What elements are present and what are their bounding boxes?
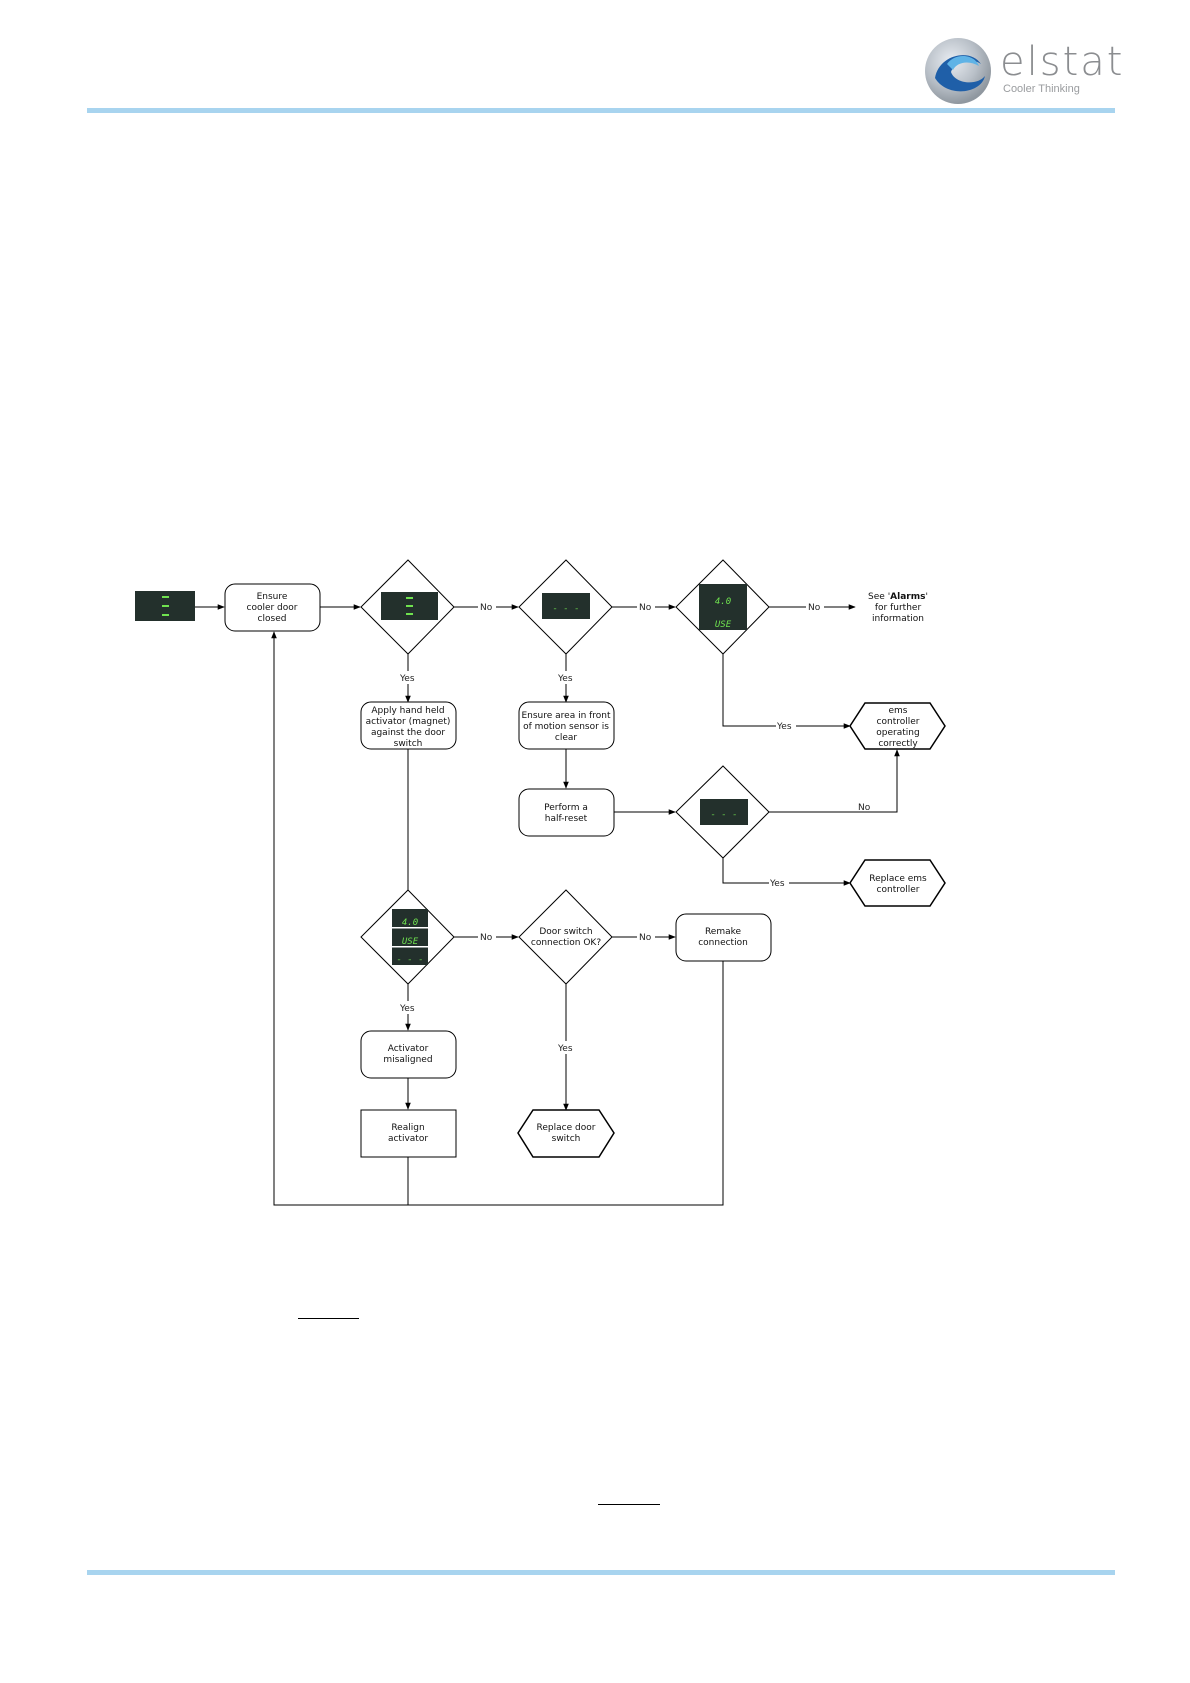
edge-label-no: No	[480, 603, 493, 613]
decision-door-switch-ok: Door switch connection OK?	[518, 889, 613, 985]
svg-text:Perform a: Perform a	[544, 803, 588, 813]
footer-rule	[87, 1570, 1115, 1575]
svg-text:4.0: 4.0	[715, 597, 731, 607]
underline-mark	[598, 1504, 660, 1505]
edge-label-yes: Yes	[769, 879, 785, 889]
svg-text:Replace door: Replace door	[537, 1123, 596, 1133]
svg-text:ems: ems	[889, 706, 908, 716]
node-ems-operating-correctly: ems controller operating correctly	[849, 702, 946, 750]
node-see-alarms: See 'Alarms' for further information	[868, 592, 928, 624]
svg-text:USE: USE	[715, 620, 732, 630]
edge-label-no: No	[639, 603, 652, 613]
underline-mark	[298, 1318, 359, 1319]
svg-text:switch: switch	[552, 1134, 581, 1144]
brand-name: elstat	[1000, 39, 1125, 85]
edge-label-yes: Yes	[399, 674, 415, 684]
edge-labels: No No No Yes Yes Yes No Yes No No Yes Ye…	[399, 600, 871, 1054]
svg-text:Apply hand held: Apply hand held	[371, 706, 444, 716]
svg-text:activator (magnet): activator (magnet)	[366, 717, 451, 727]
header-rule	[87, 108, 1115, 113]
node-ensure-door-closed: Ensure cooler door closed	[224, 583, 321, 632]
svg-text:misaligned: misaligned	[383, 1055, 432, 1065]
edge-label-no: No	[808, 603, 821, 613]
svg-text:correctly: correctly	[878, 739, 918, 749]
svg-text:4.0: 4.0	[402, 918, 418, 928]
node-half-reset: Perform a half-reset	[518, 788, 615, 837]
svg-text:controller: controller	[877, 885, 920, 895]
node-realign-activator: Realign activator	[360, 1109, 457, 1158]
elstat-swirl-logo-icon	[925, 38, 991, 104]
svg-text:- - -: - - -	[710, 810, 737, 820]
node-replace-door-switch: Replace door switch	[517, 1109, 615, 1158]
node-activator-misaligned: Activator misaligned	[360, 1030, 457, 1079]
svg-text:closed: closed	[258, 614, 287, 624]
decision-display-temp-use-dash: 4.0 USE - - -	[360, 889, 455, 985]
svg-text:clear: clear	[555, 733, 578, 743]
start-display	[135, 591, 195, 621]
decision-display-dashes-after-reset: - - -	[675, 765, 770, 859]
node-ensure-area-clear: Ensure area in front of motion sensor is…	[518, 701, 615, 750]
svg-text:connection OK?: connection OK?	[531, 938, 601, 948]
svg-text:Remake: Remake	[705, 927, 742, 937]
edge-label-yes: Yes	[557, 674, 573, 684]
decision-display-dashes: - - -	[518, 559, 613, 655]
decision-display-idle	[360, 559, 455, 655]
svg-text:Ensure: Ensure	[257, 592, 288, 602]
edge-label-no: No	[858, 803, 871, 813]
svg-text:- - -: - - -	[396, 955, 423, 965]
edge-label-yes: Yes	[776, 722, 792, 732]
svg-text:- - -: - - -	[552, 604, 579, 614]
edge-label-yes: Yes	[399, 1004, 415, 1014]
edge-label-no: No	[639, 933, 652, 943]
svg-text:Realign: Realign	[391, 1123, 424, 1133]
svg-text:Activator: Activator	[388, 1044, 429, 1054]
svg-text:switch: switch	[394, 739, 423, 749]
svg-text:activator: activator	[388, 1134, 428, 1144]
node-replace-ems-controller: Replace ems controller	[849, 859, 946, 907]
edge-label-yes: Yes	[557, 1044, 573, 1054]
svg-text:Replace ems: Replace ems	[869, 874, 927, 884]
svg-text:connection: connection	[698, 938, 748, 948]
svg-text:against the door: against the door	[371, 728, 445, 738]
svg-text:Door switch: Door switch	[539, 927, 592, 937]
decision-display-temp-use: 4.0 USE	[675, 559, 770, 655]
svg-text:for further: for further	[875, 603, 922, 613]
svg-text:information: information	[872, 614, 924, 624]
svg-text:See 'Alarms': See 'Alarms'	[868, 592, 928, 602]
edge-label-no: No	[480, 933, 493, 943]
svg-text:Ensure area in front: Ensure area in front	[521, 711, 611, 721]
brand-tagline: Cooler Thinking	[1003, 83, 1080, 95]
svg-text:operating: operating	[876, 728, 919, 738]
svg-text:of motion sensor is: of motion sensor is	[523, 722, 609, 732]
svg-text:controller: controller	[877, 717, 920, 727]
node-remake-connection: Remake connection	[675, 913, 772, 962]
node-apply-activator: Apply hand held activator (magnet) again…	[360, 701, 457, 750]
svg-text:half-reset: half-reset	[545, 814, 588, 824]
svg-text:USE: USE	[402, 937, 419, 947]
svg-text:cooler door: cooler door	[247, 603, 298, 613]
